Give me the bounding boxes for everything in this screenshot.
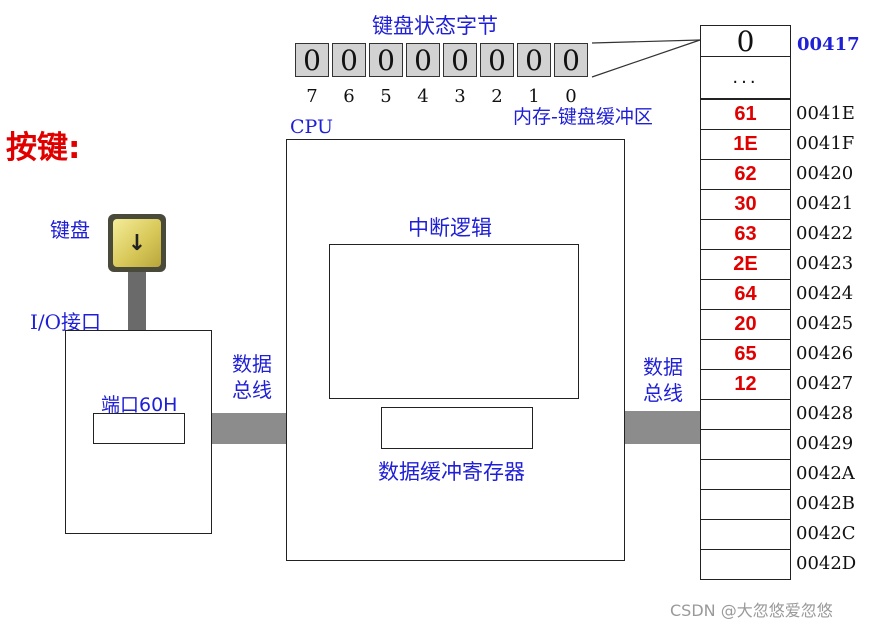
memory-cell-value: 64 <box>734 283 757 305</box>
memory-cell <box>700 459 791 490</box>
memory-cell: 2E <box>700 249 791 280</box>
status-bit-7: 0 <box>295 43 329 77</box>
memory-cell-address: 00425 <box>796 313 854 334</box>
port-60h-register <box>93 413 185 444</box>
memory-cell-address: 00420 <box>796 163 854 184</box>
memory-cell: 62 <box>700 159 791 190</box>
bit-index-label: 4 <box>417 86 429 107</box>
keypress-label: 按键: <box>6 130 81 166</box>
cpu-label: CPU <box>290 116 334 138</box>
memory-cell-address: 0041E <box>796 103 855 124</box>
status-bit-5: 0 <box>369 43 403 77</box>
memory-cell-value: 2E <box>733 253 758 275</box>
status-byte-title: 键盘状态字节 <box>372 14 498 38</box>
watermark: CSDN @大忽悠爱忽悠 <box>670 601 833 620</box>
status-bit-6: 0 <box>332 43 366 77</box>
bit-index-label: 7 <box>306 86 318 107</box>
interrupt-logic-box <box>329 244 579 399</box>
memory-cell: 65 <box>700 339 791 370</box>
memory-cell-value: 63 <box>734 223 757 245</box>
memory-status-address: 00417 <box>797 34 860 55</box>
memory-cell: 12 <box>700 369 791 400</box>
memory-cell-address: 00422 <box>796 223 854 244</box>
memory-cell-address: 0042C <box>796 523 856 544</box>
bit-index-label: 0 <box>565 86 577 107</box>
memory-cell: 63 <box>700 219 791 250</box>
memory-cell-value: 1E <box>733 133 758 155</box>
memory-cell-address: 00429 <box>796 433 854 454</box>
status-byte-bits: 0 0 0 0 0 0 0 0 <box>295 43 591 77</box>
memory-cell-address: 00423 <box>796 253 854 274</box>
port-60h-label: 端口60H <box>101 394 178 416</box>
data-buffer-register-label: 数据缓冲寄存器 <box>378 460 525 484</box>
memory-cell: 20 <box>700 309 791 340</box>
down-arrow-key-icon: ↓ <box>127 230 147 256</box>
keyboard-key: ↓ <box>108 214 166 272</box>
keyboard-cable <box>128 272 146 330</box>
memory-cell-value: 20 <box>734 313 757 335</box>
data-bus-right-label-1: 数据 <box>643 355 683 379</box>
memory-cell-value: 61 <box>734 103 757 125</box>
bit-index-label: 5 <box>380 86 392 107</box>
memory-cell <box>700 489 791 520</box>
memory-status-cell: 0 <box>700 24 791 58</box>
data-bus-left-label-1: 数据 <box>232 352 272 376</box>
memory-cell-address: 00424 <box>796 283 854 304</box>
data-bus-right-label-2: 总线 <box>643 381 683 405</box>
memory-cell: 1E <box>700 129 791 160</box>
memory-status-value: 0 <box>736 24 755 58</box>
memory-cell <box>700 399 791 430</box>
bit-index-label: 3 <box>454 86 466 107</box>
memory-cell-address: 0042A <box>796 463 855 484</box>
data-bus-right <box>625 411 700 444</box>
bit-index-label: 6 <box>343 86 355 107</box>
data-bus-left <box>212 413 286 444</box>
interrupt-logic-label: 中断逻辑 <box>408 216 492 240</box>
memory-cell-value: 65 <box>734 343 757 365</box>
memory-cell-value: 62 <box>734 163 757 185</box>
memory-cell-address: 00421 <box>796 193 854 214</box>
memory-cell: 61 <box>700 99 791 130</box>
memory-buffer-label: 内存-键盘缓冲区 <box>513 106 653 128</box>
memory-cell-address: 0042B <box>796 493 856 514</box>
keyboard-label: 键盘 <box>50 218 90 242</box>
bit-index-label: 2 <box>491 86 503 107</box>
memory-cell-value: 30 <box>734 193 757 215</box>
status-bit-1: 0 <box>517 43 551 77</box>
status-bit-0: 0 <box>554 43 588 77</box>
memory-cell-value: 12 <box>734 373 757 395</box>
memory-ellipsis-cell: ... <box>700 56 791 99</box>
memory-cell <box>700 429 791 460</box>
memory-cell-address: 0041F <box>796 133 855 154</box>
memory-cell-address: 00428 <box>796 403 854 424</box>
memory-ellipsis: ... <box>732 67 759 88</box>
data-bus-left-label-2: 总线 <box>232 378 272 402</box>
memory-cell-address: 00426 <box>796 343 854 364</box>
memory-cell: 64 <box>700 279 791 310</box>
memory-cell: 30 <box>700 189 791 220</box>
memory-cell-address: 0042D <box>796 553 857 574</box>
status-bit-2: 0 <box>480 43 514 77</box>
memory-cell <box>700 519 791 550</box>
memory-cell-address: 00427 <box>796 373 854 394</box>
memory-cell <box>700 549 791 580</box>
status-bit-4: 0 <box>406 43 440 77</box>
data-buffer-register-box <box>381 407 533 449</box>
bit-index-label: 1 <box>528 86 540 107</box>
status-bit-3: 0 <box>443 43 477 77</box>
